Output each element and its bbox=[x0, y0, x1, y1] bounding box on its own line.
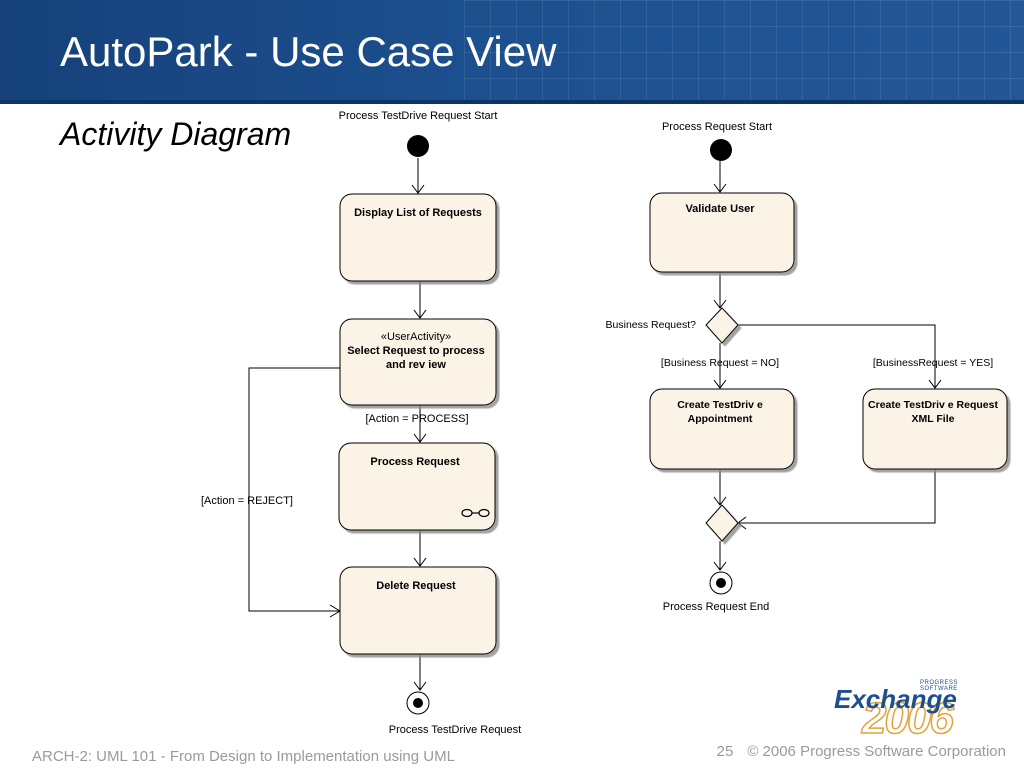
create-xml-label-2: XML File bbox=[912, 413, 955, 425]
left-initial-node bbox=[407, 135, 429, 157]
right-end-label: Process Request End bbox=[663, 601, 769, 613]
slide-subtitle: Activity Diagram bbox=[60, 116, 292, 152]
left-start-label: Process TestDrive Request Start bbox=[339, 110, 498, 122]
business-request-decision bbox=[705, 307, 739, 344]
right-initial-node bbox=[710, 139, 732, 161]
subactivity-icon bbox=[461, 508, 490, 518]
guard-process: [Action = PROCESS] bbox=[365, 413, 468, 425]
footer-course-title: ARCH-2: UML 101 - From Design to Impleme… bbox=[32, 748, 455, 765]
create-appointment-node: Create TestDriv e Appointment bbox=[649, 388, 795, 470]
process-request-label: Process Request bbox=[370, 456, 460, 468]
footer-right: 25 © 2006 Progress Software Corporation bbox=[703, 743, 1006, 760]
left-final-node bbox=[406, 691, 430, 715]
right-start-label: Process Request Start bbox=[662, 121, 772, 133]
validate-user-label: Validate User bbox=[685, 203, 755, 215]
slide-title: AutoPark - Use Case View bbox=[60, 28, 557, 75]
display-list-label: Display List of Requests bbox=[354, 207, 482, 219]
delete-request-node: Delete Request bbox=[339, 566, 497, 655]
guard-reject: [Action = REJECT] bbox=[201, 495, 293, 507]
left-end-label: Process TestDrive Request bbox=[389, 724, 521, 736]
guard-no: [Business Request = NO] bbox=[661, 357, 779, 369]
display-list-node: Display List of Requests bbox=[339, 193, 497, 282]
logo-small-text: PROGRESS SOFTWARE bbox=[920, 680, 959, 692]
delete-request-label: Delete Request bbox=[376, 580, 456, 592]
guard-yes: [BusinessRequest = YES] bbox=[873, 357, 993, 369]
header-underline bbox=[0, 100, 1024, 104]
create-appointment-label-2: Appointment bbox=[688, 413, 753, 425]
exchange-logo: 2006 Exchange PROGRESS SOFTWARE bbox=[832, 678, 992, 744]
copyright: © 2006 Progress Software Corporation bbox=[747, 743, 1006, 760]
select-request-label-2: and rev iew bbox=[386, 359, 446, 371]
process-request-node: Process Request bbox=[338, 442, 496, 531]
create-xml-node: Create TestDriv e Request XML File bbox=[862, 388, 1008, 470]
select-request-label-1: Select Request to process bbox=[347, 345, 485, 357]
merge-node bbox=[705, 504, 739, 542]
create-xml-label-1: Create TestDriv e Request bbox=[868, 399, 998, 411]
user-activity-stereotype: «UserActivity» bbox=[381, 331, 451, 343]
header-bar: AutoPark - Use Case View bbox=[0, 0, 1024, 104]
right-final-node bbox=[709, 571, 733, 595]
validate-user-node: Validate User bbox=[649, 192, 795, 273]
create-appointment-label-1: Create TestDriv e bbox=[677, 399, 763, 411]
decision-label: Business Request? bbox=[606, 319, 697, 331]
header-pattern bbox=[464, 0, 1024, 104]
page-number: 25 bbox=[716, 743, 734, 760]
select-request-node: «UserActivity» Select Request to process… bbox=[339, 318, 497, 406]
logo-year: 2006 bbox=[861, 693, 954, 744]
logo-word: Exchange bbox=[834, 684, 957, 714]
